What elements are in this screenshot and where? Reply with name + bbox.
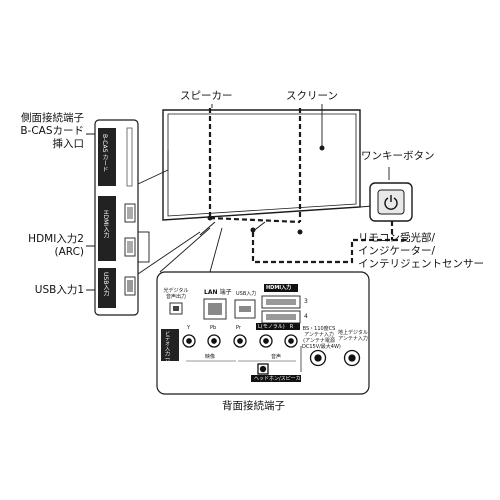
bcas-text-1: B-CAS [101, 134, 108, 153]
hdmi2-label-line2: (ARC) [54, 246, 84, 258]
lan-label: LAN 端子 [204, 290, 232, 296]
remote-label-line2: インジケーター/ [358, 245, 436, 257]
bs-antenna-line3: (アンテナ電源 [303, 338, 335, 344]
one-key-label: ワンキーボタン [361, 150, 435, 162]
dashed-guides [208, 108, 410, 264]
video-label: 映像 [205, 354, 216, 360]
side-panel-label-line2: B-CASカード [20, 125, 84, 137]
rca-jacks [182, 334, 361, 375]
lan-text: LAN [204, 289, 218, 296]
bs-antenna-label: BS・110度CS アンテナ入力 (アンテナ電源 DC15V/最大4W) [302, 326, 341, 350]
lan-sub-text: 端子 [219, 289, 232, 296]
terrestrial-line2: アンテナ入力 [338, 336, 368, 342]
usb1-label: USB入力1 [34, 284, 84, 296]
side-usb-label: USB入力 [102, 272, 109, 297]
guide-dots [207, 145, 325, 235]
pr-label: Pr [236, 325, 241, 331]
tv-body [162, 109, 361, 236]
rear-hdmi-label: HDMI入力 [266, 285, 292, 291]
one-key-button-shape [369, 182, 413, 222]
terrestrial-line1: 地上デジタル [338, 330, 368, 336]
optical-label-line2: 音声出力 [165, 294, 186, 300]
audio-label: 音声 [271, 354, 282, 360]
bs-antenna-line1: BS・110度CS [302, 326, 336, 332]
hdmi2-label-line1: HDMI入力2 [28, 233, 84, 245]
bcas-text-2: カード [101, 154, 108, 173]
terrestrial-label: 地上デジタル アンテナ入力 [338, 330, 368, 342]
video-input-line2: (ビデオ1) [164, 357, 170, 380]
headphone-label: ヘッドホン/スピーカー [254, 376, 306, 382]
side-panel-label: 側面接続端子 B-CASカード 挿入口 [2, 112, 84, 151]
bcas-slot-label: B-CAS カード [100, 134, 109, 172]
optical-label: 光デジタル 音声出力 [162, 288, 190, 300]
optical-label-line1: 光デジタル [163, 288, 189, 294]
side-panel-label-line1: 側面接続端子 [21, 112, 84, 124]
y-label: Y [187, 325, 191, 331]
rear-usb-label: USB入力 [236, 291, 257, 297]
side-panel-shape [94, 119, 139, 316]
video-input-line1: ビデオ入力 [164, 331, 170, 356]
side-hdmi-label: HDMI入力 [102, 210, 109, 239]
remote-label-line1: リモコン受光部/ [358, 232, 436, 244]
lr-label: L(モノラル) R [258, 324, 294, 330]
bs-antenna-line2: アンテナ入力 [304, 332, 334, 338]
pb-label: Pb [210, 325, 217, 331]
speaker-label: スピーカー [180, 90, 233, 102]
hdmi-port-4: 4 [304, 313, 308, 320]
remote-label: リモコン受光部/ インジケーター/ インテリジェントセンサー [358, 232, 484, 271]
screen-label: スクリーン [286, 90, 338, 102]
hdmi-port-3: 3 [304, 298, 308, 305]
hdmi2-label: HDMI入力2 (ARC) [2, 233, 84, 259]
side-panel-label-line3: 挿入口 [52, 138, 85, 150]
rear-label: 背面接続端子 [222, 400, 285, 412]
video-input-label: ビデオ入力 (ビデオ1) [164, 331, 170, 380]
remote-label-line3: インテリジェントセンサー [358, 258, 484, 270]
bs-antenna-line4: DC15V/最大4W) [302, 344, 341, 350]
